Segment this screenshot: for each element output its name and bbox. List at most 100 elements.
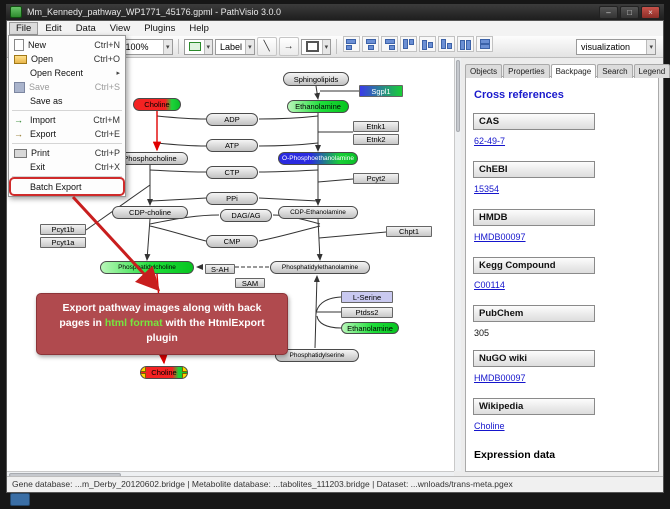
pathway-node-o-phosphoethanolamine[interactable]: O-Phosphoethanolamine — [278, 152, 358, 165]
pathway-node-pcyt1a[interactable]: Pcyt1a — [40, 237, 86, 248]
titlebar[interactable]: Mm_Kennedy_pathway_WP1771_45176.gpml - P… — [6, 4, 664, 20]
selection-handle[interactable] — [182, 367, 187, 372]
icon-glyph — [480, 44, 491, 49]
distribute-horizontal-icon[interactable] — [457, 36, 475, 52]
pathway-node-ptdss2[interactable]: Ptdss2 — [341, 307, 393, 318]
pathway-node-choline-top[interactable]: Choline — [133, 98, 181, 111]
pathway-node-ppi[interactable]: PPi — [206, 192, 258, 205]
icon-glyph — [422, 40, 428, 50]
xref-link[interactable]: Choline — [474, 421, 505, 431]
pathway-node-pcyt1b[interactable]: Pcyt1b — [40, 224, 86, 235]
tab-backpage[interactable]: Backpage — [550, 64, 597, 78]
close-button[interactable]: × — [641, 5, 660, 19]
file-menu-item-save-as[interactable]: Save as — [11, 94, 123, 108]
icon-glyph — [409, 39, 415, 45]
pathway-node-sam[interactable]: SAM — [235, 278, 265, 288]
canvas-vertical-scrollbar[interactable] — [454, 58, 461, 471]
menu-view[interactable]: View — [109, 23, 131, 34]
align-center-vertical-icon[interactable] — [419, 36, 437, 52]
selection-handle[interactable] — [141, 367, 146, 372]
pathway-node-phosphatidylethanolamine[interactable]: Phosphatidylethanolamine — [270, 261, 370, 274]
pathway-node-phosphatidylserine[interactable]: Phosphatidylserine — [275, 349, 359, 362]
pathway-node-chpt1[interactable]: Chpt1 — [386, 226, 432, 237]
xref-link[interactable]: HMDB00097 — [474, 232, 526, 242]
minimize-button[interactable]: – — [599, 5, 618, 19]
menu-data[interactable]: Data — [75, 23, 96, 34]
pathway-node-pcyt2[interactable]: Pcyt2 — [353, 173, 399, 184]
distribute-vertical-icon[interactable] — [476, 36, 494, 52]
icon-glyph — [346, 45, 353, 50]
pathway-node-atp[interactable]: ATP — [206, 139, 258, 152]
maximize-button[interactable]: □ — [620, 5, 639, 19]
add-connector-tool[interactable]: → — [278, 37, 299, 56]
pathway-node-s-ah[interactable]: S-AH — [205, 264, 235, 274]
pathway-node-sgpl1[interactable]: Sgpl1 — [359, 85, 403, 97]
align-left-icon[interactable] — [343, 36, 361, 52]
tab-properties[interactable]: Properties — [503, 64, 550, 78]
menu-file[interactable]: File — [9, 22, 39, 35]
align-right-icon[interactable] — [381, 36, 399, 52]
pathway-node-cdp-choline[interactable]: CDP-choline — [112, 206, 188, 219]
file-menu-item-batch-export[interactable]: Batch Export — [11, 179, 123, 194]
annotation-text-before: Export pathway images along with back pa… — [59, 302, 262, 330]
label-tool-text: Label — [220, 41, 243, 52]
pathway-node-etnk1[interactable]: Etnk1 — [353, 121, 399, 132]
file-menu-item-open-recent[interactable]: Open Recent▸ — [11, 66, 123, 80]
tab-search[interactable]: Search — [597, 64, 633, 78]
zoom-combobox[interactable]: 100% ▾ — [120, 38, 173, 55]
align-top-icon[interactable] — [400, 36, 418, 52]
pathway-node-ethanolamine-bottom[interactable]: Ethanolamine — [341, 322, 399, 334]
pathway-node-cdp-ethanolamine[interactable]: CDP-Ethanolamine — [278, 206, 358, 219]
pathway-node-adp[interactable]: ADP — [206, 113, 258, 126]
pathway-node-etnk2[interactable]: Etnk2 — [353, 134, 399, 145]
selection-handle[interactable] — [182, 373, 187, 378]
add-line-tool[interactable]: ╲ — [256, 37, 277, 56]
xref-header: Wikipedia — [473, 398, 595, 415]
add-datanode-dropdown[interactable]: ▾ — [183, 38, 214, 55]
pathway-node-sphingolipids[interactable]: Sphingolipids — [283, 72, 349, 86]
visualization-dropdown[interactable]: visualization ▾ — [576, 38, 656, 55]
menu-help[interactable]: Help — [189, 23, 209, 34]
pathway-node-choline-bottom[interactable]: Choline — [140, 366, 188, 379]
pathway-node-ethanolamine-top[interactable]: Ethanolamine — [287, 100, 349, 113]
menu-edit[interactable]: Edit — [45, 23, 62, 34]
dropdown-caret-icon: ▾ — [646, 39, 655, 54]
pathway-node-cmp[interactable]: CMP — [206, 235, 258, 248]
scrollbar-thumb[interactable] — [456, 60, 460, 132]
xref-link[interactable]: C00114 — [474, 280, 505, 290]
menu-item-label: Open Recent — [30, 68, 84, 78]
pathway-node-l-serine[interactable]: L-Serine — [341, 291, 393, 303]
menu-item-label: Import — [30, 115, 56, 125]
menu-plugins[interactable]: Plugins — [144, 23, 176, 34]
tab-legend[interactable]: Legend — [633, 64, 670, 78]
menu-item-label: Print — [31, 148, 50, 158]
pathway-node-dag-ag[interactable]: DAG/AG — [220, 209, 272, 222]
add-label-dropdown[interactable]: Label ▾ — [215, 38, 255, 55]
xref-link[interactable]: HMDB00097 — [474, 373, 526, 383]
align-center-horizontal-icon[interactable] — [362, 36, 380, 52]
window-title: Mm_Kennedy_pathway_WP1771_45176.gpml - P… — [27, 7, 281, 17]
xref-link[interactable]: 15354 — [474, 184, 500, 194]
pathway-node-phosphatidylcholine[interactable]: Phosphatidylcholine — [100, 261, 194, 274]
menu-item-icon-empty — [14, 68, 26, 78]
align-bottom-icon[interactable] — [438, 36, 456, 52]
selection-handle[interactable] — [141, 373, 146, 378]
xref-link[interactable]: 62-49-7 — [474, 136, 506, 146]
tab-objects[interactable]: Objects — [465, 64, 503, 78]
pathway-node-ctp[interactable]: CTP — [206, 166, 258, 179]
pathway-node-phosphocholine[interactable]: Phosphocholine — [112, 152, 188, 165]
add-shape-dropdown[interactable]: ▾ — [300, 38, 332, 55]
